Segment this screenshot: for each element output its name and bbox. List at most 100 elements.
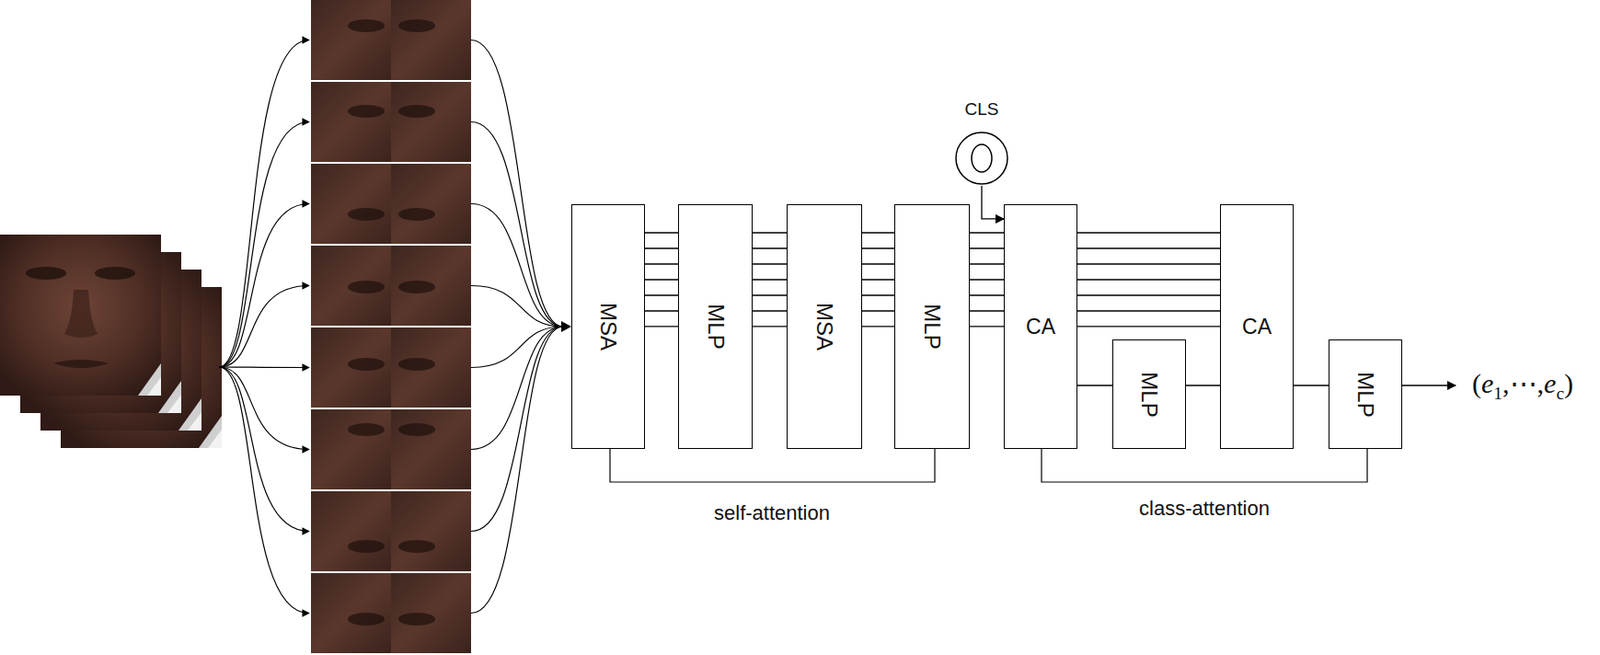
connector-line [644, 278, 679, 280]
patch-shade [398, 19, 436, 33]
block-box: MLP [1112, 339, 1186, 449]
patch-shade [398, 207, 436, 221]
token-core [971, 144, 992, 173]
patch-shade [398, 423, 436, 437]
merge-curve [471, 122, 564, 328]
connector-line [1077, 278, 1221, 280]
connector-line [862, 247, 895, 249]
block-label: MSA [811, 302, 838, 351]
connector [1185, 384, 1221, 386]
merge-curve [471, 204, 564, 328]
connector-line [644, 231, 679, 233]
token-label: CLS [965, 99, 1000, 120]
group-label: class-attention [1139, 496, 1270, 521]
connector [862, 232, 895, 327]
connector-line [752, 294, 787, 296]
block-box: MLP [678, 204, 753, 449]
connector-line [969, 325, 1004, 327]
group-bracket [1041, 448, 1368, 483]
connector-line [862, 310, 895, 311]
group-label: self-attention [713, 501, 830, 526]
token-symbol [954, 130, 1010, 186]
block-label: MLP [919, 303, 945, 349]
connector-line [644, 247, 679, 249]
token-circle: CLS [954, 130, 1010, 186]
connector-line [752, 310, 787, 311]
face-patch [310, 245, 392, 326]
connector-line [1077, 294, 1221, 296]
connector-line [644, 325, 679, 327]
block-label: MSA [595, 302, 622, 351]
connector-line [862, 325, 895, 327]
connector-line [862, 278, 895, 280]
connector-line [862, 294, 895, 296]
split-curve [218, 367, 310, 532]
patch-shade [347, 104, 385, 118]
output-arrow [1402, 384, 1456, 387]
block-box: CA [1003, 204, 1078, 449]
connector [644, 232, 679, 327]
connector-line [1077, 384, 1113, 386]
patch-shade [347, 280, 385, 294]
patch-shade [398, 540, 436, 553]
patch-shade [347, 612, 385, 626]
patch-shade [398, 280, 436, 294]
output-label: (e1,⋯,ec) [1472, 367, 1574, 404]
block-box: MLP [1328, 339, 1403, 449]
patch-shade [347, 19, 385, 33]
face-patch [391, 0, 472, 81]
face-patch [310, 491, 392, 572]
patch-shade [398, 104, 436, 118]
connector [981, 185, 1004, 219]
connector [969, 232, 1004, 327]
split-curve [218, 286, 310, 369]
connector [752, 232, 787, 327]
connector-line [752, 247, 787, 249]
split-curve [218, 40, 310, 369]
connector-line [752, 325, 787, 327]
merge-curve [471, 40, 564, 328]
face-patch [310, 573, 392, 654]
face-patch [391, 327, 472, 408]
face-patch [310, 81, 392, 162]
block-label: CA [1242, 314, 1272, 340]
patch-shade [347, 207, 385, 221]
block-box: MLP [894, 204, 970, 449]
block-label: CA [1025, 314, 1056, 340]
connector-line [1293, 384, 1329, 386]
block-label: MLP [1352, 371, 1379, 417]
block-label: MLP [1136, 371, 1163, 417]
connector-line [1077, 247, 1221, 249]
face-patch [310, 327, 392, 408]
connector-line [1185, 384, 1221, 386]
merge-curve [471, 326, 564, 532]
patch-shade [398, 357, 436, 371]
block-label: MLP [702, 303, 728, 349]
connector-line [1077, 231, 1221, 233]
connector [1293, 384, 1329, 386]
split-curve [218, 204, 310, 369]
face-patch [391, 163, 472, 244]
group-bracket [610, 448, 935, 483]
token-outline [955, 132, 1008, 185]
connector-line [1077, 325, 1221, 327]
connector-line [969, 294, 1004, 296]
block-box: MSA [786, 204, 863, 449]
connector-line [969, 263, 1004, 265]
connector-line [862, 231, 895, 233]
connector [1077, 232, 1221, 327]
merge-curve [471, 326, 564, 369]
patch-shade [347, 540, 385, 553]
connector-line [752, 263, 787, 265]
connector-line [644, 294, 679, 296]
face-patch [310, 409, 392, 490]
connector-line [981, 185, 1004, 219]
merge-arrow-head [561, 321, 572, 333]
face-patch [391, 491, 472, 572]
connector-line [969, 278, 1004, 280]
face-patch [391, 245, 472, 326]
connector-line [1077, 310, 1221, 311]
face-patch [310, 163, 392, 244]
connector-line [969, 310, 1004, 311]
patch-shade [347, 423, 385, 437]
